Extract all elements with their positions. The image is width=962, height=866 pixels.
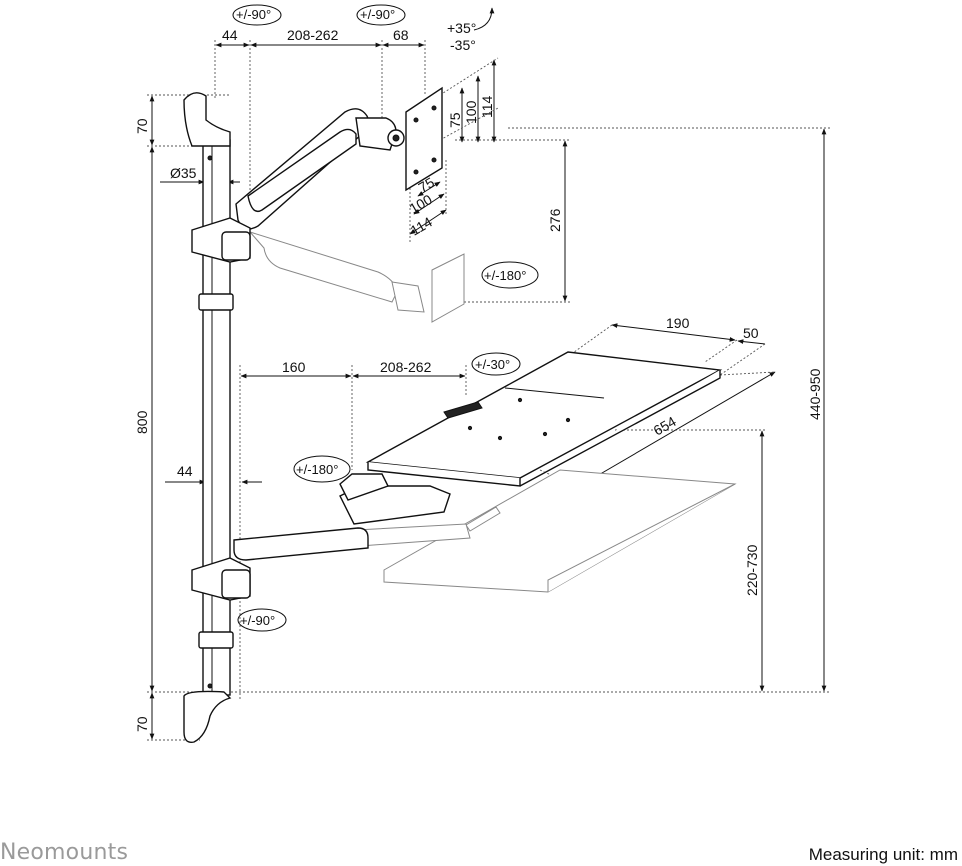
dim-clamp-top-70: 70 [134, 118, 150, 134]
dimension-lines [149, 42, 827, 740]
top-clamp [183, 92, 231, 147]
dim-tilt-pos: +35° [447, 20, 476, 36]
dim-range-220-730: 220-730 [744, 544, 760, 596]
dim-vesa-114-h: 114 [408, 213, 436, 238]
rot-arm-180: +/-180° [296, 462, 338, 477]
pole-assembly [183, 92, 234, 743]
monitor-plate [405, 86, 443, 192]
dim-height-276: 276 [547, 208, 563, 232]
bottom-clamp [183, 690, 232, 743]
pole-collar-2 [198, 631, 234, 649]
dim-arm-160: 160 [282, 359, 306, 375]
dim-vesa-75-h: 75 [416, 174, 438, 196]
measuring-unit: Measuring unit: mm [808, 845, 958, 864]
dim-vesa-114-v: 114 [479, 95, 495, 118]
dim-vesa-100-v: 100 [463, 100, 479, 124]
dim-vesa-100-h: 100 [407, 191, 435, 217]
dim-tray-50: 50 [743, 325, 759, 341]
pole-collar-1 [198, 293, 234, 311]
dim-vesa-75-v: 75 [447, 112, 463, 128]
extension-lines [147, 40, 830, 741]
dim-pole-800: 800 [134, 410, 150, 434]
rot-bottom-90: +/-90° [240, 613, 275, 628]
dim-tray-654: 654 [651, 413, 679, 439]
keyboard-arm [191, 351, 737, 601]
rotation-labels: +/-90° +/-90° +/-180° +/-30° +/-180° +/-… [236, 7, 526, 628]
dim-tray-190: 190 [666, 315, 690, 331]
dim-top-68: 68 [393, 27, 409, 43]
rotation-markers [232, 4, 539, 632]
dim-top-208-262: 208-262 [287, 27, 339, 43]
rot-tray-30: +/-30° [475, 357, 510, 372]
dim-tilt-neg: -35° [450, 37, 476, 53]
dim-top-44: 44 [222, 27, 238, 43]
rot-top-left-90: +/-90° [236, 7, 271, 22]
dim-clamp-bottom-70: 70 [134, 716, 150, 732]
dim-range-440-950: 440-950 [807, 368, 823, 420]
monitor-arm [191, 86, 465, 323]
dim-side-44: 44 [177, 463, 193, 479]
rot-monitor-180: +/-180° [484, 268, 526, 283]
rot-top-right-90: +/-90° [360, 7, 395, 22]
monitor-plate-ghost [431, 253, 465, 323]
dim-pole-dia: Ø35 [170, 165, 197, 181]
dim-arm-208-262: 208-262 [380, 359, 432, 375]
monitor-arm-ghost [248, 230, 399, 303]
brand-logo: Neomounts [0, 840, 129, 865]
